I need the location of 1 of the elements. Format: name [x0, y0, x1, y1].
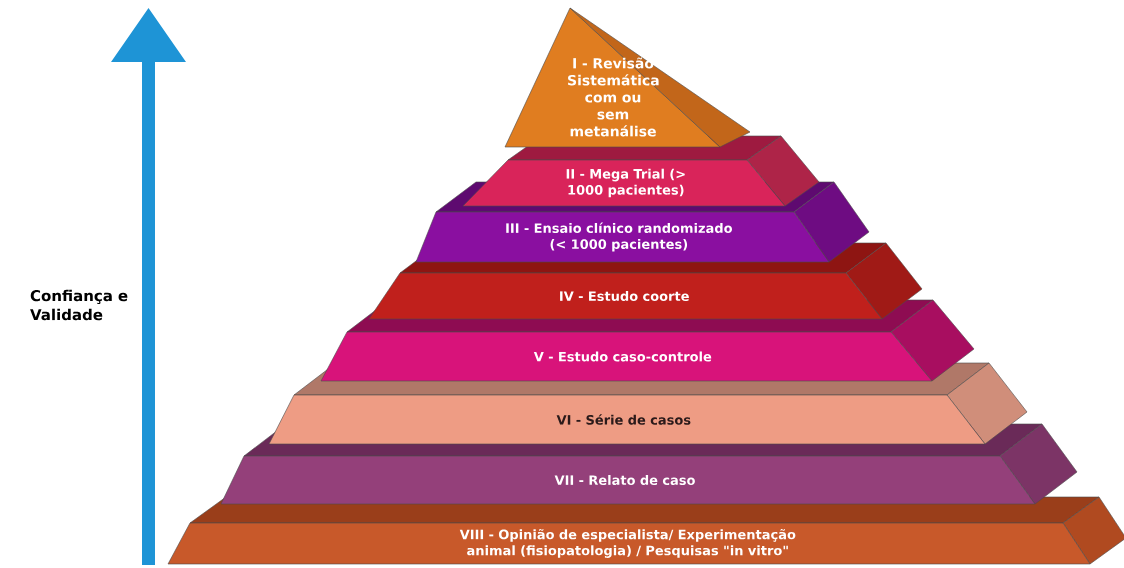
axis-label: Confiança e Validade	[30, 289, 128, 321]
